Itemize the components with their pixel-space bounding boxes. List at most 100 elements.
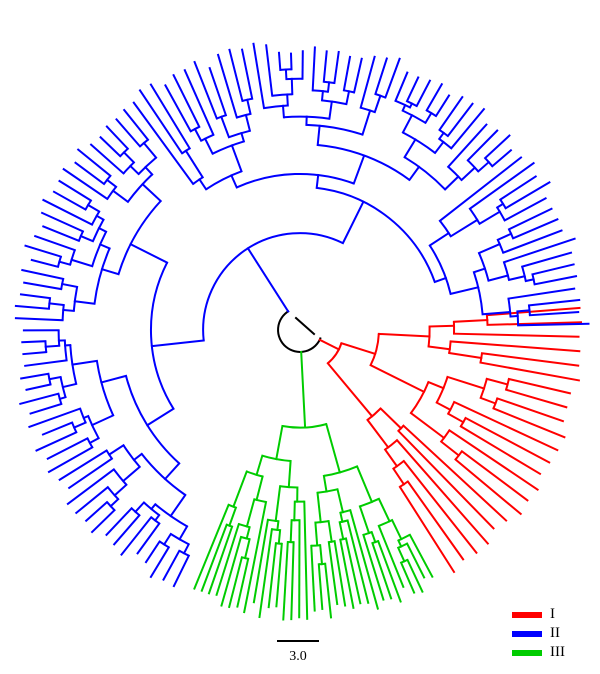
branch-connector bbox=[439, 220, 452, 237]
branch-connector bbox=[159, 540, 170, 549]
internal-branch bbox=[446, 412, 465, 424]
branch-connector bbox=[272, 93, 293, 97]
branch-connector bbox=[69, 249, 76, 265]
internal-branch bbox=[355, 465, 374, 504]
branch-connector bbox=[323, 465, 358, 477]
leaf-branch bbox=[310, 544, 316, 612]
leaf-branch bbox=[132, 101, 195, 186]
legend-item-clade-ii: II bbox=[512, 624, 565, 643]
leaf-branch bbox=[362, 533, 385, 601]
internal-branch bbox=[290, 77, 294, 96]
internal-branch bbox=[316, 124, 321, 147]
branch-connector bbox=[170, 533, 190, 546]
internal-branch bbox=[44, 344, 61, 348]
internal-branch bbox=[338, 521, 345, 541]
internal-branch bbox=[383, 448, 399, 468]
internal-branch bbox=[477, 242, 502, 255]
branch-connector bbox=[528, 305, 531, 316]
internal-branch bbox=[326, 361, 374, 418]
leaf-branch bbox=[89, 143, 125, 175]
internal-branch bbox=[86, 203, 101, 213]
legend-item-clade-i: I bbox=[512, 605, 565, 624]
branch-connector bbox=[428, 244, 452, 295]
branch-connector bbox=[47, 297, 51, 309]
internal-branch bbox=[443, 175, 460, 191]
internal-branch bbox=[98, 243, 111, 250]
internal-branch bbox=[316, 491, 322, 524]
internal-branch bbox=[358, 505, 371, 535]
internal-branch bbox=[243, 537, 251, 560]
internal-branch bbox=[105, 178, 118, 189]
branch-connector bbox=[400, 558, 408, 564]
leaf-branch bbox=[115, 117, 142, 148]
internal-branch bbox=[277, 529, 282, 545]
leaf-branch bbox=[208, 66, 228, 117]
branch-connector bbox=[402, 109, 427, 124]
leaf-branch bbox=[384, 57, 401, 99]
internal-branch bbox=[340, 341, 377, 356]
leaf-branch bbox=[20, 372, 50, 380]
internal-branch bbox=[300, 350, 307, 429]
internal-branch bbox=[100, 267, 120, 276]
leaf-branch bbox=[243, 500, 268, 614]
leaf-branch bbox=[290, 541, 295, 621]
internal-branch bbox=[230, 144, 243, 173]
branch-connector bbox=[137, 156, 157, 175]
leaf-branch bbox=[112, 513, 141, 546]
leaf-branch bbox=[377, 524, 405, 589]
internal-branch bbox=[439, 440, 461, 457]
branch-connector bbox=[150, 262, 175, 410]
leaf-branch bbox=[265, 44, 274, 97]
branch-connector bbox=[72, 286, 79, 311]
leaf-branch bbox=[511, 217, 559, 240]
branch-connector bbox=[84, 199, 92, 210]
internal-branch bbox=[496, 232, 513, 242]
internal-branch bbox=[408, 165, 421, 182]
branch-connector bbox=[360, 106, 376, 114]
internal-branch bbox=[178, 525, 189, 541]
internal-branch bbox=[325, 422, 342, 474]
branch-connector bbox=[311, 544, 321, 547]
leaf-branch bbox=[527, 298, 581, 307]
legend-label-i: I bbox=[550, 606, 555, 622]
internal-branch bbox=[446, 375, 486, 390]
internal-branch bbox=[129, 242, 169, 264]
branch-connector bbox=[200, 133, 214, 142]
leaf-branch bbox=[346, 519, 370, 605]
leaf-branch bbox=[105, 506, 134, 537]
internal-branch bbox=[61, 382, 78, 389]
leaf-branch bbox=[122, 108, 150, 142]
internal-branch bbox=[409, 411, 446, 440]
leaf-branch bbox=[446, 102, 474, 138]
branch-connector bbox=[339, 519, 348, 524]
leaf-branch bbox=[327, 540, 339, 606]
leaf-branch bbox=[90, 508, 116, 534]
branch-connector bbox=[438, 129, 449, 137]
branch-connector bbox=[447, 401, 456, 415]
internal-branch bbox=[246, 246, 290, 313]
leaf-branch bbox=[501, 229, 563, 254]
leaf-branch bbox=[438, 95, 464, 132]
leaf-branch bbox=[324, 562, 333, 619]
leaf-branch bbox=[434, 94, 451, 118]
internal-branch bbox=[150, 339, 205, 348]
leaf-branch bbox=[58, 179, 93, 202]
leaf-branch bbox=[236, 557, 250, 608]
internal-branch bbox=[328, 100, 333, 120]
leaf-branch bbox=[449, 107, 486, 150]
legend-label-iii: III bbox=[550, 644, 565, 660]
leaf-branch bbox=[41, 421, 74, 436]
internal-branch bbox=[232, 470, 248, 508]
scale-bar-label: 3.0 bbox=[289, 649, 307, 664]
leaf-branch bbox=[459, 425, 542, 476]
internal-branch bbox=[319, 544, 324, 566]
leaf-branch bbox=[23, 281, 63, 291]
branch-connector bbox=[378, 519, 393, 527]
branch-connector bbox=[315, 520, 329, 524]
internal-branch bbox=[339, 511, 344, 523]
internal-branch bbox=[58, 260, 72, 266]
internal-branch bbox=[153, 513, 161, 522]
leaf-branch bbox=[359, 55, 376, 109]
internal-branch bbox=[428, 324, 456, 328]
branch-connector bbox=[427, 326, 431, 347]
